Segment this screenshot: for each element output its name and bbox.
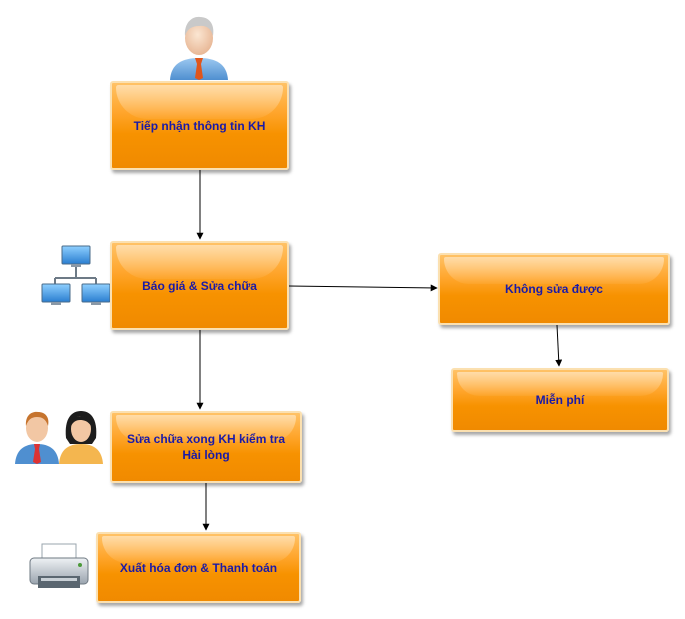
node-free: Miễn phí: [451, 368, 669, 432]
node-quote-repair-label: Báo giá & Sửa chữa: [142, 278, 257, 293]
node-repair-done-label: Sửa chữa xong KH kiểm tra Hài lòng: [121, 431, 291, 463]
arrow-cannot-fix-to-free: [555, 324, 563, 367]
man-icon: [15, 411, 59, 464]
printer-icon: [29, 543, 89, 588]
node-repair-done: Sửa chữa xong KH kiểm tra Hài lòng: [110, 411, 302, 483]
node-receive-info: Tiếp nhận thông tin KH: [110, 81, 289, 170]
node-cannot-fix-label: Không sửa được: [505, 282, 603, 296]
customer-person-icon: [170, 16, 228, 80]
node-repair-done-line2: Hài lòng: [182, 448, 230, 462]
node-free-label: Miễn phí: [535, 393, 585, 407]
arrow-quote-to-cannot-fix: [288, 284, 438, 292]
woman-icon: [59, 411, 103, 464]
network-computers-icon: [41, 245, 111, 305]
node-quote-repair: Báo giá & Sửa chữa: [110, 241, 289, 330]
node-invoice-payment-label: Xuất hóa đơn & Thanh toán: [119, 560, 278, 575]
node-repair-done-line1: Sửa chữa xong KH kiểm tra: [126, 432, 286, 446]
node-receive-info-label: Tiếp nhận thông tin KH: [133, 118, 266, 133]
node-cannot-fix: Không sửa được: [438, 253, 670, 325]
node-invoice-payment: Xuất hóa đơn & Thanh toán: [96, 532, 301, 603]
